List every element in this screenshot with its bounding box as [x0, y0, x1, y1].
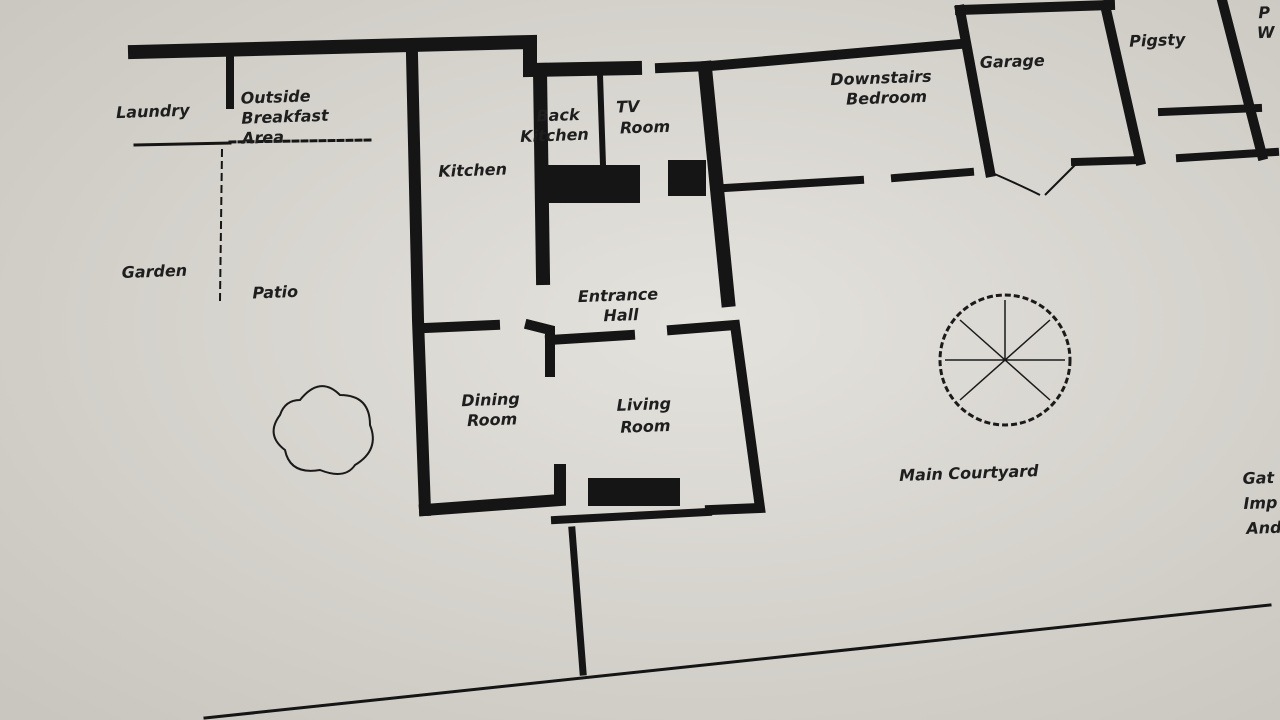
label-downstairs-bedroom: Downstairs — [830, 67, 932, 90]
label-garage: Garage — [979, 51, 1045, 72]
tree-icon — [272, 385, 374, 475]
label-edge: P — [1258, 3, 1271, 22]
label-downstairs-bedroom: Bedroom — [846, 87, 928, 109]
label-back-kitchen: Back — [536, 105, 581, 126]
trees — [272, 293, 1072, 475]
label-kitchen: Kitchen — [438, 160, 507, 181]
label-gate: And — [1244, 518, 1280, 538]
label-dining-room: Room — [467, 409, 518, 430]
label-patio: Patio — [252, 282, 298, 303]
label-garden: Garden — [121, 261, 187, 282]
room-labels: Laundry Outside Breakfast Area Kitchen B… — [116, 3, 1280, 538]
label-gate: Gat — [1242, 468, 1276, 488]
label-tv-room: TV — [616, 97, 642, 117]
label-outside-breakfast: Area — [240, 127, 285, 148]
label-laundry: Laundry — [116, 101, 191, 123]
label-main-courtyard: Main Courtyard — [899, 461, 1040, 485]
label-dining-room: Dining — [461, 389, 520, 410]
label-living-room: Living — [616, 394, 671, 415]
label-outside-breakfast: Outside — [240, 86, 311, 107]
walls — [127, 0, 1280, 720]
label-pigsty: Pigsty — [1129, 30, 1186, 51]
label-gate: Imp — [1243, 493, 1278, 513]
label-living-room: Room — [620, 416, 671, 437]
label-entrance-hall: Entrance — [577, 284, 658, 306]
label-outside-breakfast: Breakfast — [241, 106, 330, 128]
label-tv-room: Room — [620, 117, 671, 138]
label-back-kitchen: Kitchen — [520, 125, 589, 146]
label-edge: W — [1257, 23, 1277, 43]
label-entrance-hall: Hall — [603, 305, 639, 325]
tree-icon — [938, 293, 1072, 427]
